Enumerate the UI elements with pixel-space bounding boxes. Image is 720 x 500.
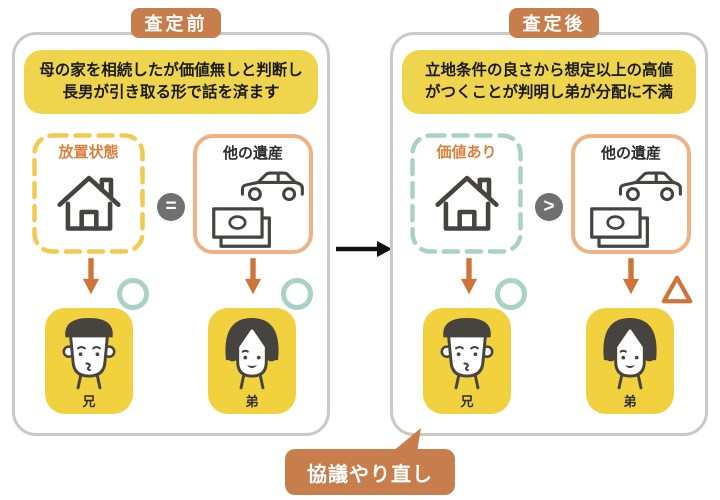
banknotes-icon: [212, 207, 271, 248]
down-arrow-icon: [622, 258, 640, 295]
before-elder-brother-card: 兄: [45, 308, 133, 414]
after-note-line1: 立地条件の良さから想定以上の高値: [424, 62, 673, 79]
callout-label: 協議やり直し: [307, 463, 433, 486]
house-icon: [434, 175, 499, 231]
person-label: 弟: [245, 394, 259, 409]
greater-than-symbol: >: [543, 196, 555, 217]
before-note: 母の家を相続したが価値無しと判断し 長男が引き取る形で話を済ます: [24, 50, 318, 114]
panel-before-badge-label: 査定前: [144, 14, 208, 34]
down-arrow-icon: [460, 258, 478, 295]
equals-icon: =: [157, 193, 185, 221]
panel-before-badge: 査定前: [131, 8, 221, 38]
before-note-line1: 母の家を相続したが価値無しと判断し: [39, 62, 303, 79]
transition-arrow-icon: [336, 241, 392, 257]
down-arrow-icon: [244, 258, 262, 295]
car-icon: [618, 171, 682, 202]
greater-than-icon: >: [535, 193, 563, 221]
person-label: 兄: [82, 394, 96, 409]
person-label: 弟: [623, 394, 637, 409]
before-other-assets-label: 他の遺産: [222, 145, 283, 162]
house-icon: [56, 175, 121, 231]
dashed-border-yellow: [32, 133, 145, 254]
after-house-box: 価値あり: [410, 133, 523, 254]
car-icon: [240, 171, 304, 202]
after-younger-brother-card: 弟: [586, 308, 674, 414]
dashed-border-teal: [410, 133, 523, 254]
panel-after-badge: 査定後: [509, 8, 599, 38]
after-note: 立地条件の良さから想定以上の高値 がつくことが判明し弟が分配に不満: [402, 50, 696, 114]
after-elder-brother-card: 兄: [423, 308, 511, 414]
person-label: 兄: [460, 394, 474, 409]
younger-brother-face: [225, 318, 279, 390]
elder-brother-face: [440, 318, 494, 390]
elder-brother-face: [62, 318, 116, 390]
before-other-assets-box: 他の遺産: [193, 134, 313, 254]
after-other-assets-box: 他の遺産: [571, 134, 691, 254]
callout-tail: [392, 428, 421, 452]
equals-symbol: =: [165, 196, 177, 217]
after-other-assets-label: 他の遺産: [600, 145, 661, 162]
after-house-label: 価値あり: [436, 144, 497, 161]
down-arrow-icon: [82, 258, 100, 295]
approval-circle-icon: [281, 278, 313, 310]
before-house-label: 放置状態: [58, 144, 119, 161]
approval-circle-icon: [495, 278, 527, 310]
younger-brother-face: [603, 318, 657, 390]
dissent-triangle-icon: [661, 275, 693, 304]
banknotes-icon: [590, 207, 649, 248]
approval-circle-icon: [117, 278, 149, 310]
before-younger-brother-card: 弟: [208, 308, 296, 414]
before-house-box: 放置状態: [32, 133, 145, 254]
before-note-line2: 長男が引き取る形で話を済ます: [62, 84, 280, 101]
callout-bubble: 協議やり直し: [285, 449, 455, 495]
panel-after-badge-label: 査定後: [522, 14, 586, 34]
after-note-line2: がつくことが判明し弟が分配に不満: [424, 84, 673, 101]
